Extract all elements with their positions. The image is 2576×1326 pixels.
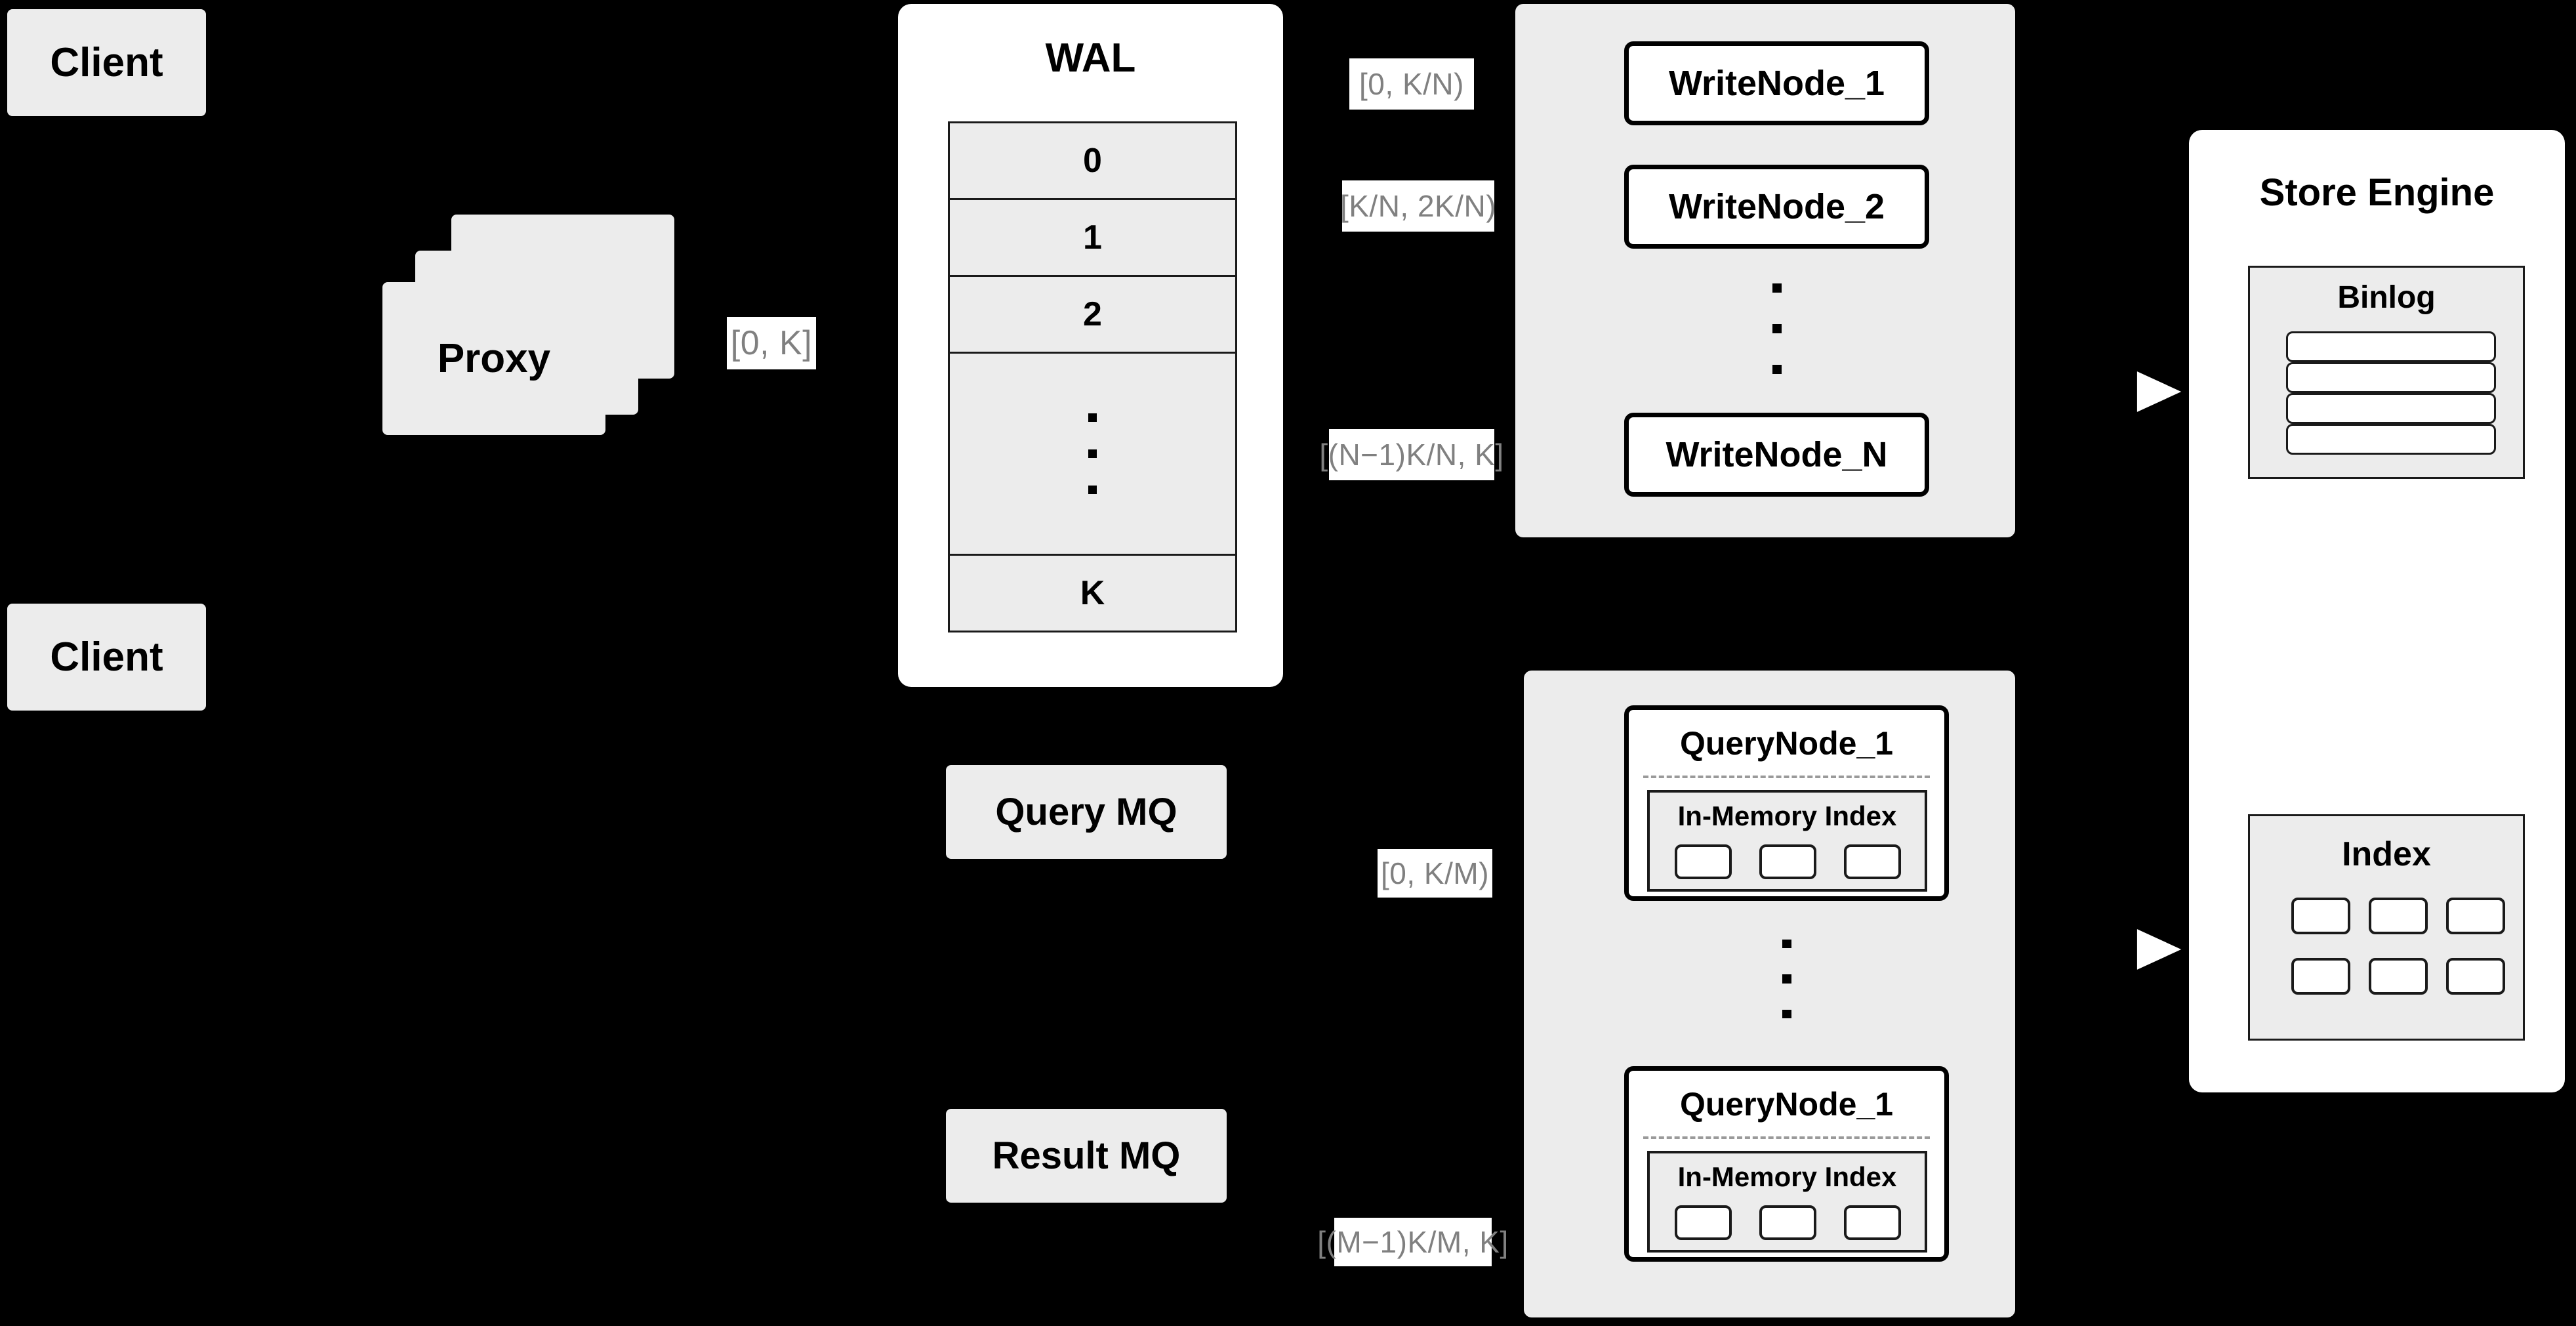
index-cell[interactable] (1675, 1205, 1732, 1240)
edge-label-write-range-n: [(N−1)K/N, K] (1319, 429, 1503, 480)
index-cell[interactable] (1844, 1205, 1901, 1240)
query-mq-box[interactable]: Query MQ (946, 765, 1227, 859)
store-engine-panel: Store Engine Binlog Index (2189, 130, 2565, 1092)
edge-label-query-range-1: [0, K/M) (1378, 849, 1492, 898)
query-cluster-ellipsis-icon (1624, 926, 1949, 1031)
index-cell[interactable] (2369, 898, 2428, 934)
proxy-box[interactable]: Proxy (382, 282, 605, 435)
query-node-m[interactable]: QueryNode_1 In-Memory Index (1624, 1066, 1949, 1262)
index-cell[interactable] (1759, 844, 1816, 879)
wal-row[interactable]: 1 (950, 200, 1235, 277)
proxy-label: Proxy (437, 336, 551, 381)
in-memory-index-title: In-Memory Index (1677, 800, 1897, 831)
wal-row[interactable]: 0 (950, 123, 1235, 200)
query-node-divider (1643, 1136, 1930, 1139)
index-cell[interactable] (2291, 898, 2350, 934)
index-cell[interactable] (2446, 958, 2505, 995)
write-node-n[interactable]: WriteNode_N (1624, 413, 1929, 497)
binlog-panel: Binlog (2248, 266, 2525, 479)
index-cell[interactable] (1844, 844, 1901, 879)
wal-row-label: 0 (1083, 142, 1102, 180)
edge-label-text: [(N−1)K/N, K] (1319, 438, 1504, 472)
edge-label-text: [0, K] (730, 324, 813, 362)
in-memory-index-panel-1: In-Memory Index (1647, 790, 1927, 892)
index-cell[interactable] (1675, 844, 1732, 879)
in-memory-index-title: In-Memory Index (1677, 1161, 1897, 1192)
edge-label-query-range-m: [(M−1)K/M, K] (1317, 1218, 1508, 1266)
edge-label-proxy-to-wal: [0, K] (727, 317, 816, 369)
edge-label-text: [0, K/M) (1380, 856, 1490, 890)
in-memory-index-panel-2: In-Memory Index (1647, 1151, 1927, 1253)
index-cell[interactable] (2369, 958, 2428, 995)
store-engine-title: Store Engine (2259, 171, 2495, 214)
index-title: Index (2342, 835, 2431, 873)
edge-label-write-range-1: [0, K/N) (1349, 58, 1474, 110)
write-node-2[interactable]: WriteNode_2 (1624, 165, 1929, 249)
write-node-cluster-panel: WriteNode_1 WriteNode_2 WriteNode_N (1515, 4, 2015, 537)
wal-row-label: K (1080, 574, 1105, 612)
edge-label-write-range-2: [K/N, 2K/N) (1339, 180, 1497, 232)
result-mq-label: Result MQ (992, 1134, 1181, 1177)
edge-label-text: [K/N, 2K/N) (1339, 189, 1497, 223)
index-panel: Index (2248, 814, 2525, 1041)
index-cell[interactable] (1759, 1205, 1816, 1240)
edge-label-text: [(M−1)K/M, K] (1317, 1225, 1509, 1259)
write-node-label: WriteNode_2 (1668, 187, 1885, 226)
wal-row[interactable]: K (950, 556, 1235, 631)
write-node-label: WriteNode_1 (1668, 64, 1885, 103)
edge-label-text: [0, K/N) (1359, 67, 1464, 101)
client-label: Client (50, 40, 163, 85)
write-node-label: WriteNode_N (1666, 435, 1888, 474)
wal-row-ellipsis (950, 354, 1235, 556)
binlog-slab[interactable] (2286, 424, 2496, 455)
query-node-cluster-panel: QueryNode_1 In-Memory Index QueryNode_1 … (1524, 671, 2015, 1317)
result-mq-box[interactable]: Result MQ (946, 1109, 1227, 1203)
wal-row[interactable]: 2 (950, 277, 1235, 354)
binlog-slab[interactable] (2286, 362, 2496, 393)
binlog-title: Binlog (2337, 280, 2436, 315)
write-node-1[interactable]: WriteNode_1 (1624, 41, 1929, 125)
index-cell[interactable] (2291, 958, 2350, 995)
index-cell[interactable] (2446, 898, 2505, 934)
query-node-divider (1643, 776, 1930, 778)
query-node-1[interactable]: QueryNode_1 In-Memory Index (1624, 705, 1949, 901)
wal-slot-table: 0 1 2 K (948, 121, 1237, 632)
query-node-label: QueryNode_1 (1679, 725, 1894, 762)
write-cluster-ellipsis-icon (1624, 266, 1929, 391)
client-box-1[interactable]: Client (7, 9, 206, 116)
wal-row-label: 1 (1083, 218, 1102, 257)
client-label: Client (50, 634, 163, 680)
query-mq-label: Query MQ (995, 791, 1177, 833)
wal-title: WAL (1045, 35, 1136, 81)
vertical-ellipsis-icon (1088, 400, 1097, 508)
wal-row-label: 2 (1083, 295, 1102, 333)
client-box-2[interactable]: Client (7, 604, 206, 711)
wal-panel: WAL 0 1 2 K (898, 4, 1283, 687)
query-node-label: QueryNode_1 (1679, 1086, 1894, 1123)
binlog-slab[interactable] (2286, 393, 2496, 424)
binlog-slab[interactable] (2286, 331, 2496, 362)
